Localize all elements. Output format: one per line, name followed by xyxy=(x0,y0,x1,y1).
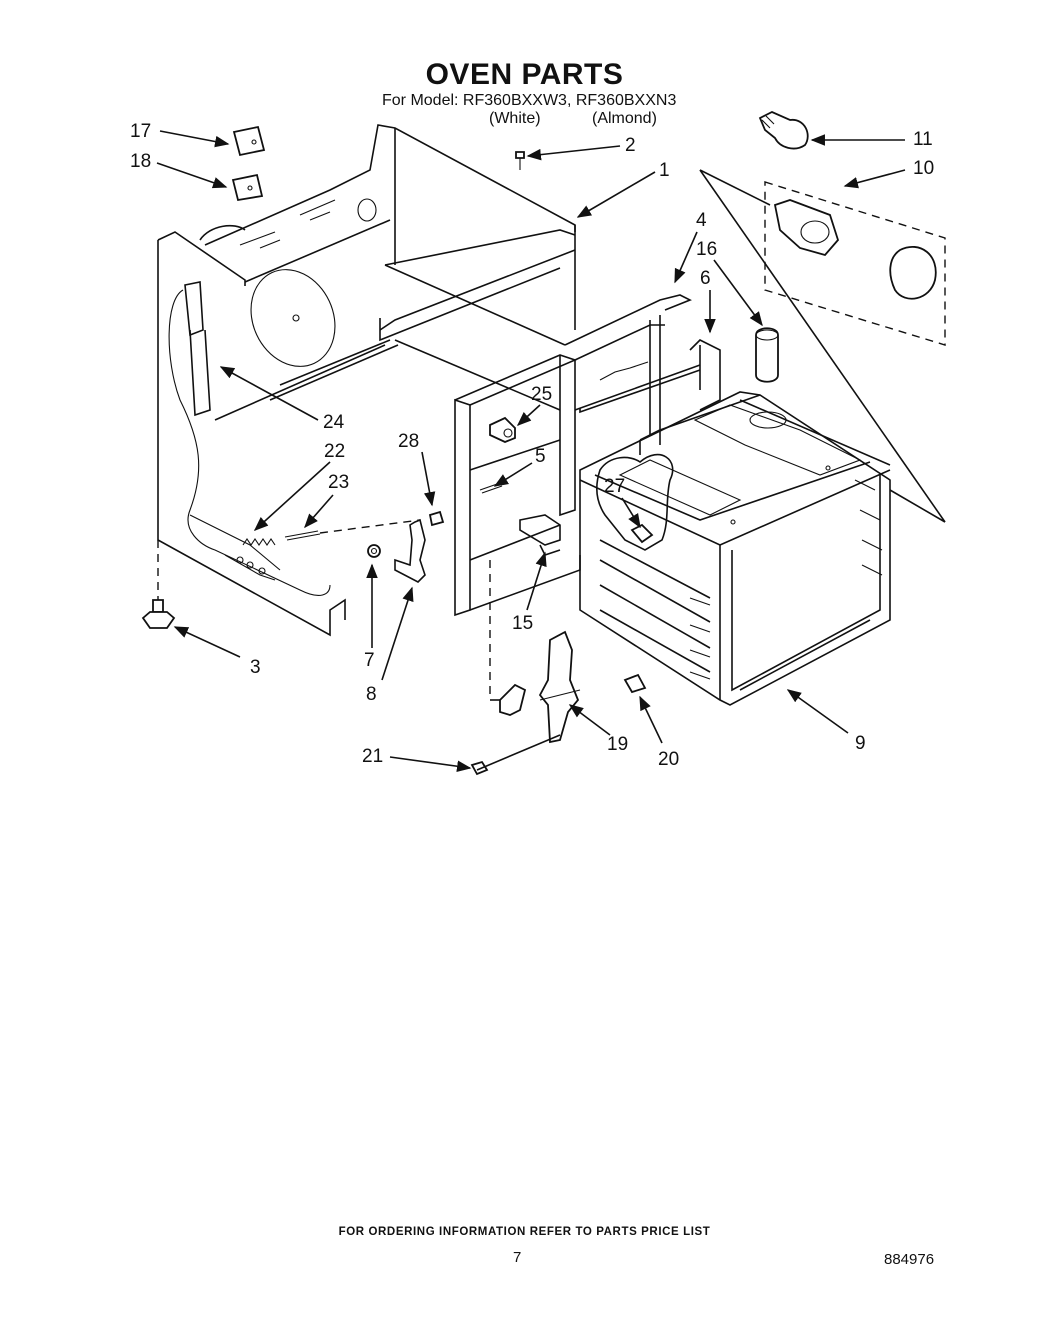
callout-19: 19 xyxy=(607,734,628,755)
callout-15: 15 xyxy=(512,613,533,634)
oven-sensor-wire xyxy=(168,281,331,596)
ordering-note: FOR ORDERING INFORMATION REFER TO PARTS … xyxy=(338,1226,711,1238)
color-almond-label: (Almond) xyxy=(592,110,657,127)
callout-21: 21 xyxy=(362,746,383,767)
leveling-leg xyxy=(141,540,176,629)
callout-4: 4 xyxy=(696,210,707,231)
callout-20: 20 xyxy=(658,749,679,770)
callout-1: 1 xyxy=(659,160,670,181)
callout-22: 22 xyxy=(324,441,345,462)
callout-9: 9 xyxy=(855,733,866,754)
callout-17: 17 xyxy=(130,121,151,142)
callout-28: 28 xyxy=(398,431,419,452)
small-top-parts xyxy=(231,125,525,202)
callout-16: 16 xyxy=(696,239,717,260)
callout-18: 18 xyxy=(130,151,151,172)
callout-25: 25 xyxy=(531,384,552,405)
callout-6: 6 xyxy=(700,268,711,289)
latch-parts xyxy=(479,416,516,494)
callout-2: 2 xyxy=(625,135,636,156)
callout-3: 3 xyxy=(250,657,261,678)
bracket-parts xyxy=(367,510,445,583)
callout-10: 10 xyxy=(913,158,934,179)
callout-27: 27 xyxy=(604,476,625,497)
oven-side-panel xyxy=(157,124,576,637)
oven-front-frame xyxy=(454,294,721,617)
page-title: OVEN PARTS xyxy=(425,58,624,91)
callout-7: 7 xyxy=(364,650,375,671)
callout-23: 23 xyxy=(328,472,349,493)
vent-tube xyxy=(749,327,787,429)
document-number: 884976 xyxy=(884,1251,935,1268)
callout-labels: 17 18 2 1 11 10 4 16 6 24 22 23 28 25 5 … xyxy=(130,121,934,770)
bake-element xyxy=(595,453,674,551)
model-line: For Model: RF360BXXW3, RF360BXXN3 xyxy=(382,92,677,109)
callout-5: 5 xyxy=(535,446,546,467)
spring-and-screw xyxy=(242,519,421,546)
color-white-label: (White) xyxy=(489,110,541,127)
callout-8: 8 xyxy=(366,684,377,705)
callout-11: 11 xyxy=(913,129,933,150)
lower-latch-parts xyxy=(470,560,647,776)
oven-liner-rack xyxy=(579,391,891,706)
page-number: 7 xyxy=(513,1249,522,1266)
leader-lines xyxy=(156,130,906,772)
callout-24: 24 xyxy=(323,412,345,433)
light-assembly xyxy=(699,111,946,523)
